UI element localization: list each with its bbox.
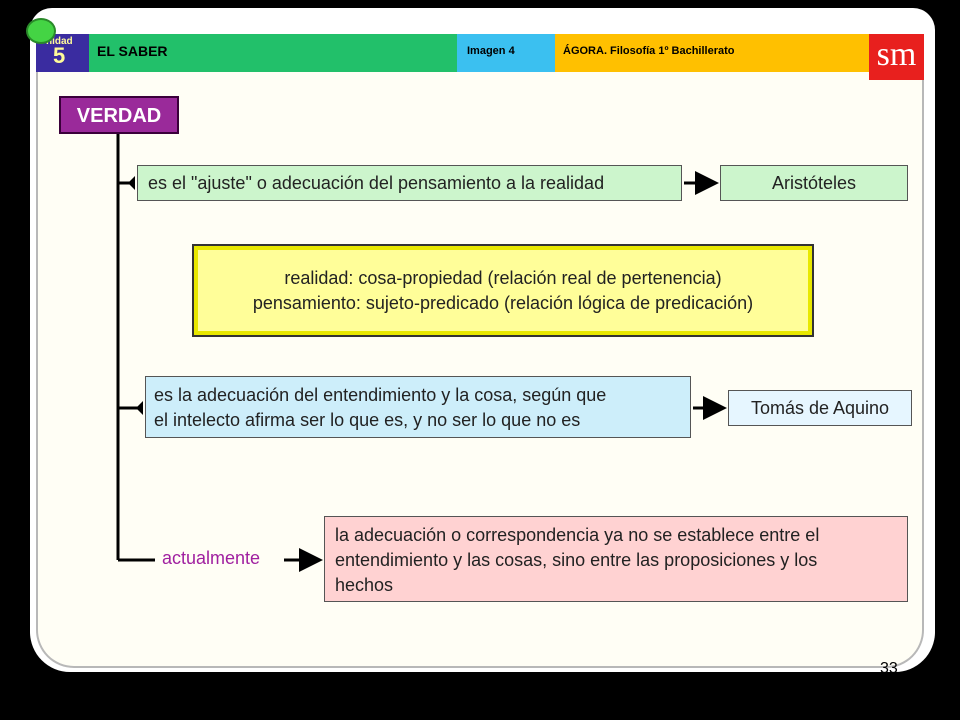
branch3-label: actualmente: [162, 548, 261, 568]
note-line-2: pensamiento: sujeto-predicado (relación …: [252, 293, 754, 313]
branch2-author: Tomás de Aquino: [728, 390, 912, 426]
green-button-icon[interactable]: [26, 18, 56, 44]
branch3-line-2: entendimiento y las cosas, sino entre la…: [335, 550, 818, 570]
slide-header: nidad 5 EL SABER Imagen 4 ÁGORA. Filosof…: [36, 34, 870, 72]
branch1-dot-icon: [128, 176, 135, 190]
branch3-line-3: hechos: [335, 575, 394, 595]
unit-badge: nidad 5: [36, 34, 89, 72]
branch2-definition: es la adecuación del entendimiento y la …: [145, 376, 691, 438]
unit-label: nidad: [46, 36, 73, 47]
branch1-author: Aristóteles: [720, 165, 908, 201]
book-title: ÁGORA. Filosofía 1º Bachillerato: [555, 34, 870, 72]
branch2-line-1: es la adecuación del entendimiento y la …: [154, 385, 607, 405]
branch3-line-1: la adecuación o correspondencia ya no se…: [335, 525, 820, 545]
section-title: EL SABER: [89, 34, 457, 72]
unit-number: 5: [53, 43, 66, 68]
image-label: Imagen 4: [457, 34, 555, 72]
page-number: 33: [880, 660, 898, 677]
branch2-line-2: el intelecto afirma ser lo que es, y no …: [154, 410, 581, 430]
note-box: realidad: cosa-propiedad (relación real …: [192, 244, 814, 337]
branch2-dot-icon: [136, 401, 143, 415]
publisher-logo: sm: [869, 34, 924, 80]
branch3-definition: la adecuación o correspondencia ya no se…: [324, 516, 908, 602]
root-verdad: VERDAD: [59, 96, 179, 134]
note-line-1: realidad: cosa-propiedad (relación real …: [284, 268, 722, 288]
branch1-definition: es el "ajuste" o adecuación del pensamie…: [137, 165, 682, 201]
